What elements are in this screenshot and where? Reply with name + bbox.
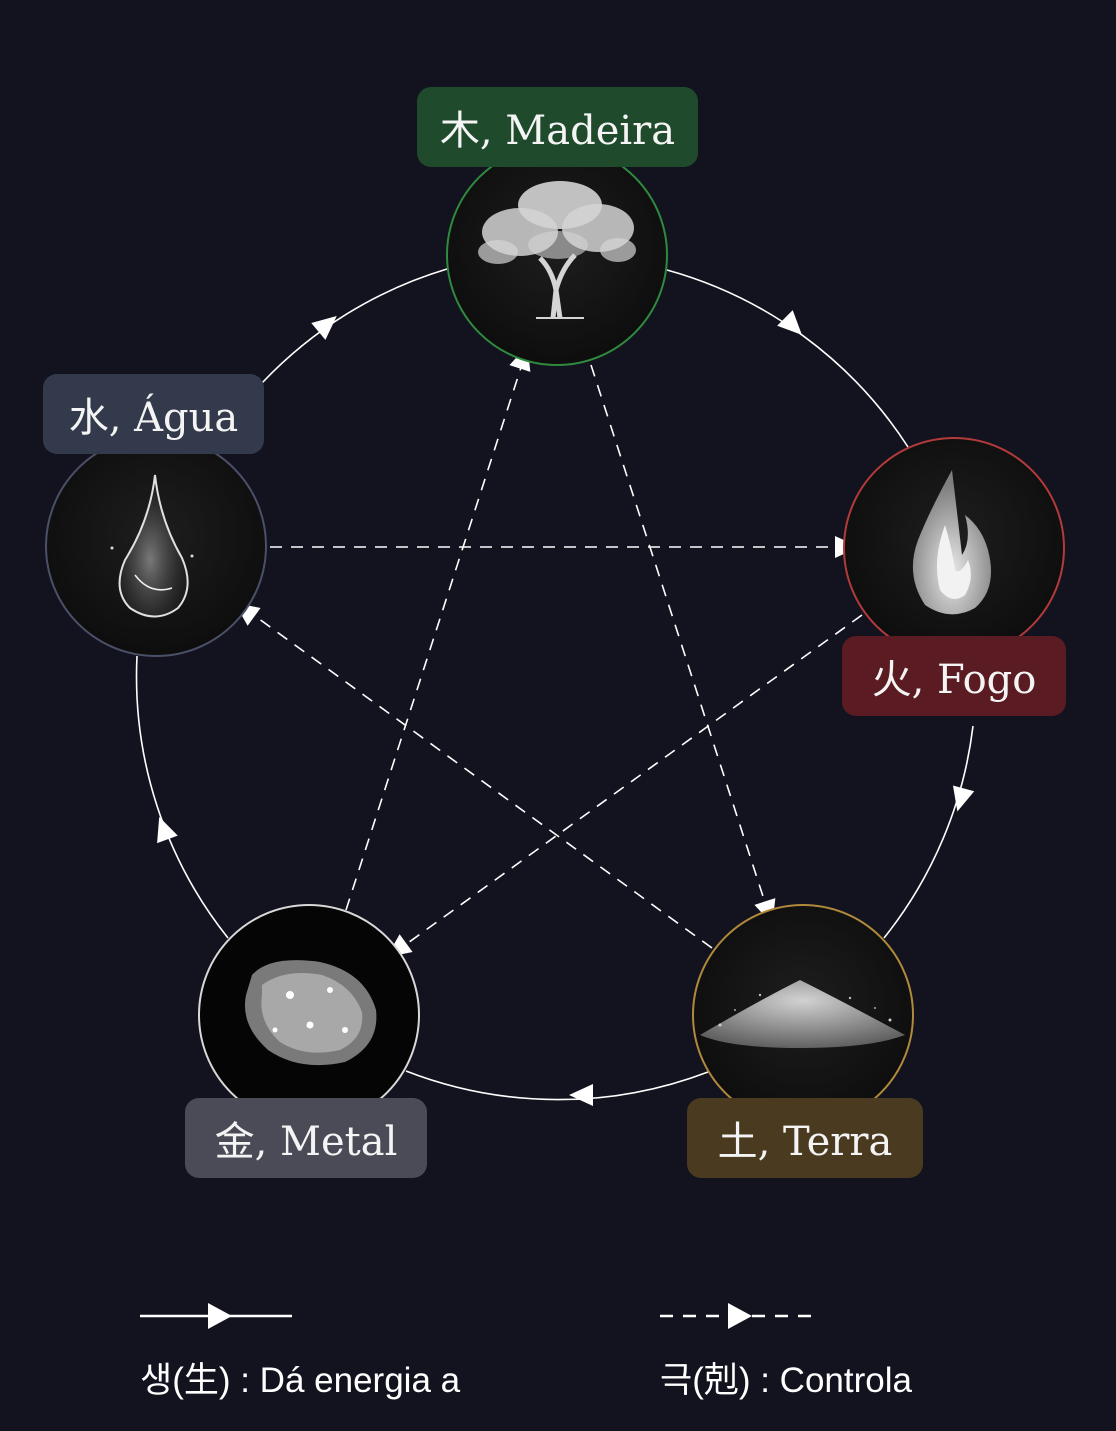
- label-water: 水, Água: [43, 374, 264, 454]
- arrowhead-metal-to-water: [157, 816, 178, 844]
- arrowhead-fire-to-earth: [952, 785, 975, 812]
- node-earth: [692, 904, 914, 1126]
- generating-cycle: [135, 268, 974, 1101]
- legend-generating-label: 생(生) : Dá energia a: [140, 1361, 461, 1400]
- arc-water-to-wood: [261, 268, 448, 384]
- flame-icon: [912, 470, 992, 615]
- node-fire: [843, 437, 1065, 659]
- legend-controlling-label: 극(剋) : Controla: [660, 1361, 912, 1400]
- legend-generating-line: [140, 1303, 292, 1329]
- arc-earth-to-metal: [405, 1070, 709, 1101]
- arrowhead-wood-to-fire: [777, 310, 802, 335]
- line-earth-to-water: [243, 607, 713, 949]
- node-water: [45, 435, 267, 657]
- label-metal: 金, Metal: [185, 1098, 427, 1178]
- line-metal-to-wood: [345, 354, 526, 911]
- label-wood: 木, Madeira: [417, 87, 698, 167]
- line-fire-to-metal: [393, 614, 863, 954]
- controlling-arrowheads: [234, 345, 859, 958]
- generating-arrowheads: [157, 310, 975, 1106]
- arrowhead-earth-to-metal: [569, 1084, 593, 1106]
- label-fire: 火, Fogo: [842, 636, 1066, 716]
- line-wood-to-earth: [590, 364, 771, 919]
- label-earth: 土, Terra: [687, 1098, 923, 1178]
- water-drop-icon: [110, 474, 194, 618]
- ore-icon: [244, 960, 377, 1066]
- sand-pile-icon: [700, 980, 905, 1048]
- legend-controlling-line: [660, 1303, 815, 1329]
- arc-fire-to-earth: [883, 725, 974, 939]
- arrowhead-water-to-wood: [311, 316, 337, 340]
- arc-wood-to-fire: [666, 269, 909, 448]
- legend-generating-arrowhead: [208, 1303, 232, 1329]
- node-wood: [446, 144, 668, 366]
- tree-icon: [478, 181, 636, 319]
- controlling-cycle: [243, 354, 863, 954]
- node-metal: [198, 904, 420, 1126]
- arc-metal-to-water: [135, 655, 229, 939]
- legend-controlling-arrowhead: [728, 1303, 752, 1329]
